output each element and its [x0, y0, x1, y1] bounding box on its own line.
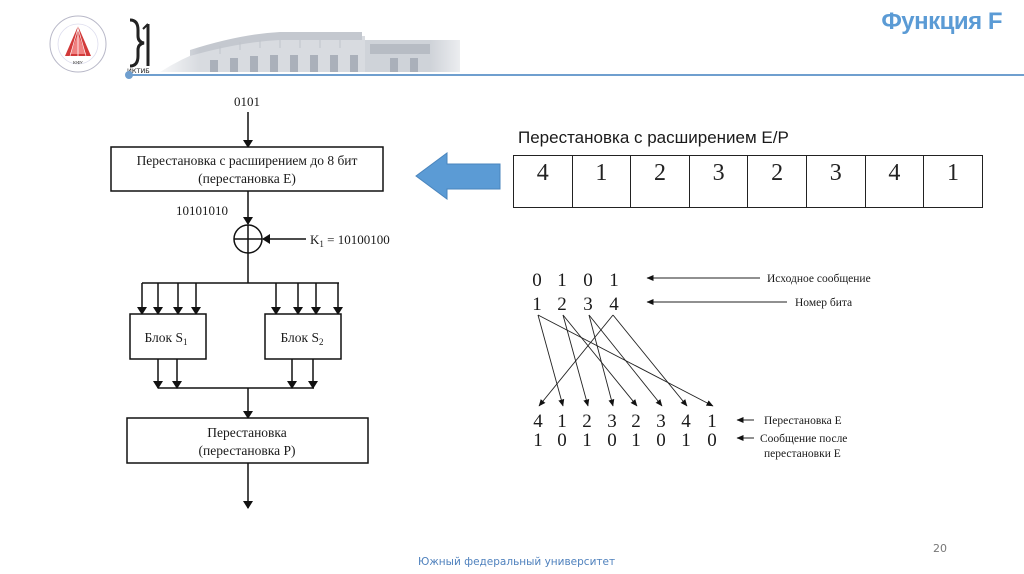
ep-table-row: 4 1 2 3 2 3 4 1 — [513, 155, 983, 208]
result-bit: 1 — [533, 430, 543, 451]
result-label-line2: перестановки E — [764, 448, 841, 460]
bit-number: 2 — [557, 294, 567, 315]
mapping-arrow — [588, 314, 615, 407]
sbox-2 — [264, 313, 342, 360]
building-photo-icon — [150, 10, 480, 72]
source-bit: 0 — [583, 270, 593, 291]
mapping-arrow — [562, 314, 590, 407]
result-bit: 0 — [656, 430, 666, 451]
slide-title: Функция F — [881, 8, 1002, 35]
iktib-bracket-icon — [129, 18, 150, 68]
source-bit: 1 — [557, 270, 567, 291]
mapping-arrow — [562, 314, 638, 407]
page-number: 20 — [933, 542, 947, 555]
seal-icon: ЮФУ — [49, 15, 107, 73]
ep-cell: 4 — [513, 155, 573, 208]
permutation-e-label: Перестановка E — [764, 415, 842, 427]
xor-icon — [233, 224, 263, 254]
ep-cell: 1 — [571, 155, 632, 208]
bit-number: 4 — [609, 294, 619, 315]
bit-number: 3 — [583, 294, 593, 315]
source-bit: 1 — [609, 270, 619, 291]
sbox2-input-arrows — [271, 283, 343, 315]
permutation-e-value: 3 — [656, 411, 666, 432]
header-divider-dot — [125, 71, 133, 79]
bit-number: 1 — [532, 294, 542, 315]
key-subscript: 1 — [319, 239, 324, 249]
ep-cell: 4 — [864, 155, 925, 208]
bit-number-label: Номер бита — [795, 297, 852, 309]
sbox-1 — [129, 313, 207, 360]
ep-permutation-table: 4 1 2 3 2 3 4 1 — [513, 155, 983, 208]
mapping-arrow — [612, 314, 688, 407]
result-bit: 1 — [582, 430, 592, 451]
expanded-bits-label: 10101010 — [176, 203, 228, 218]
mapping-arrow — [537, 314, 565, 407]
footer-university: Южный федеральный университет — [418, 556, 616, 568]
permutation-e-value: 2 — [582, 411, 592, 432]
ep-cell: 3 — [688, 155, 749, 208]
source-bit: 0 — [532, 270, 542, 291]
round-key-label: K1 = 10100100 — [310, 232, 390, 249]
sbox-1-label: Блок S1 — [144, 330, 187, 347]
permutation-e-value: 3 — [607, 411, 617, 432]
permutation-e-value: 1 — [557, 411, 567, 432]
permutation-e-value: 4 — [533, 411, 543, 432]
p-box-line2: (перестановка P) — [199, 443, 296, 458]
permutation-e-value: 1 — [707, 411, 717, 432]
ep-cell: 3 — [805, 155, 866, 208]
expansion-box-line1: Перестановка с расширением до 8 бит — [137, 153, 358, 168]
iktib-logo: ИКТИБ — [126, 16, 156, 76]
key-value: = 10100100 — [324, 232, 390, 247]
iktib-caption: ИКТИБ — [127, 67, 150, 75]
sbox-2-label: Блок S2 — [280, 330, 323, 347]
result-bit: 0 — [557, 430, 567, 451]
ep-table-title: Перестановка с расширением E/P — [518, 128, 789, 147]
ep-cell: 2 — [630, 155, 690, 208]
expansion-permutation-box — [110, 146, 384, 192]
result-bit: 1 — [681, 430, 691, 451]
result-bit: 1 — [631, 430, 641, 451]
p-box-line1: Перестановка — [207, 425, 287, 440]
key-letter: K — [310, 232, 320, 247]
expansion-box-line2: (перестановка E) — [198, 171, 296, 186]
result-label-line1: Сообщение после — [760, 433, 847, 445]
university-building-photo — [150, 10, 480, 72]
svg-text:ЮФУ: ЮФУ — [73, 60, 83, 65]
mapping-arrow — [537, 314, 714, 407]
blue-left-arrow-icon — [415, 152, 501, 200]
sbox-output-arrows — [153, 359, 318, 389]
result-bit: 0 — [607, 430, 617, 451]
permutation-e-value: 4 — [681, 411, 691, 432]
university-seal-logo: ЮФУ — [48, 14, 108, 74]
ep-cell: 1 — [923, 155, 983, 208]
input-bits-label: 0101 — [234, 94, 260, 109]
source-label: Исходное сообщение — [767, 273, 871, 285]
permutation-e-value: 2 — [631, 411, 641, 432]
sbox1-input-arrows — [137, 283, 201, 315]
header-divider — [128, 74, 1024, 76]
result-bit: 0 — [707, 430, 717, 451]
ep-cell: 2 — [747, 155, 807, 208]
